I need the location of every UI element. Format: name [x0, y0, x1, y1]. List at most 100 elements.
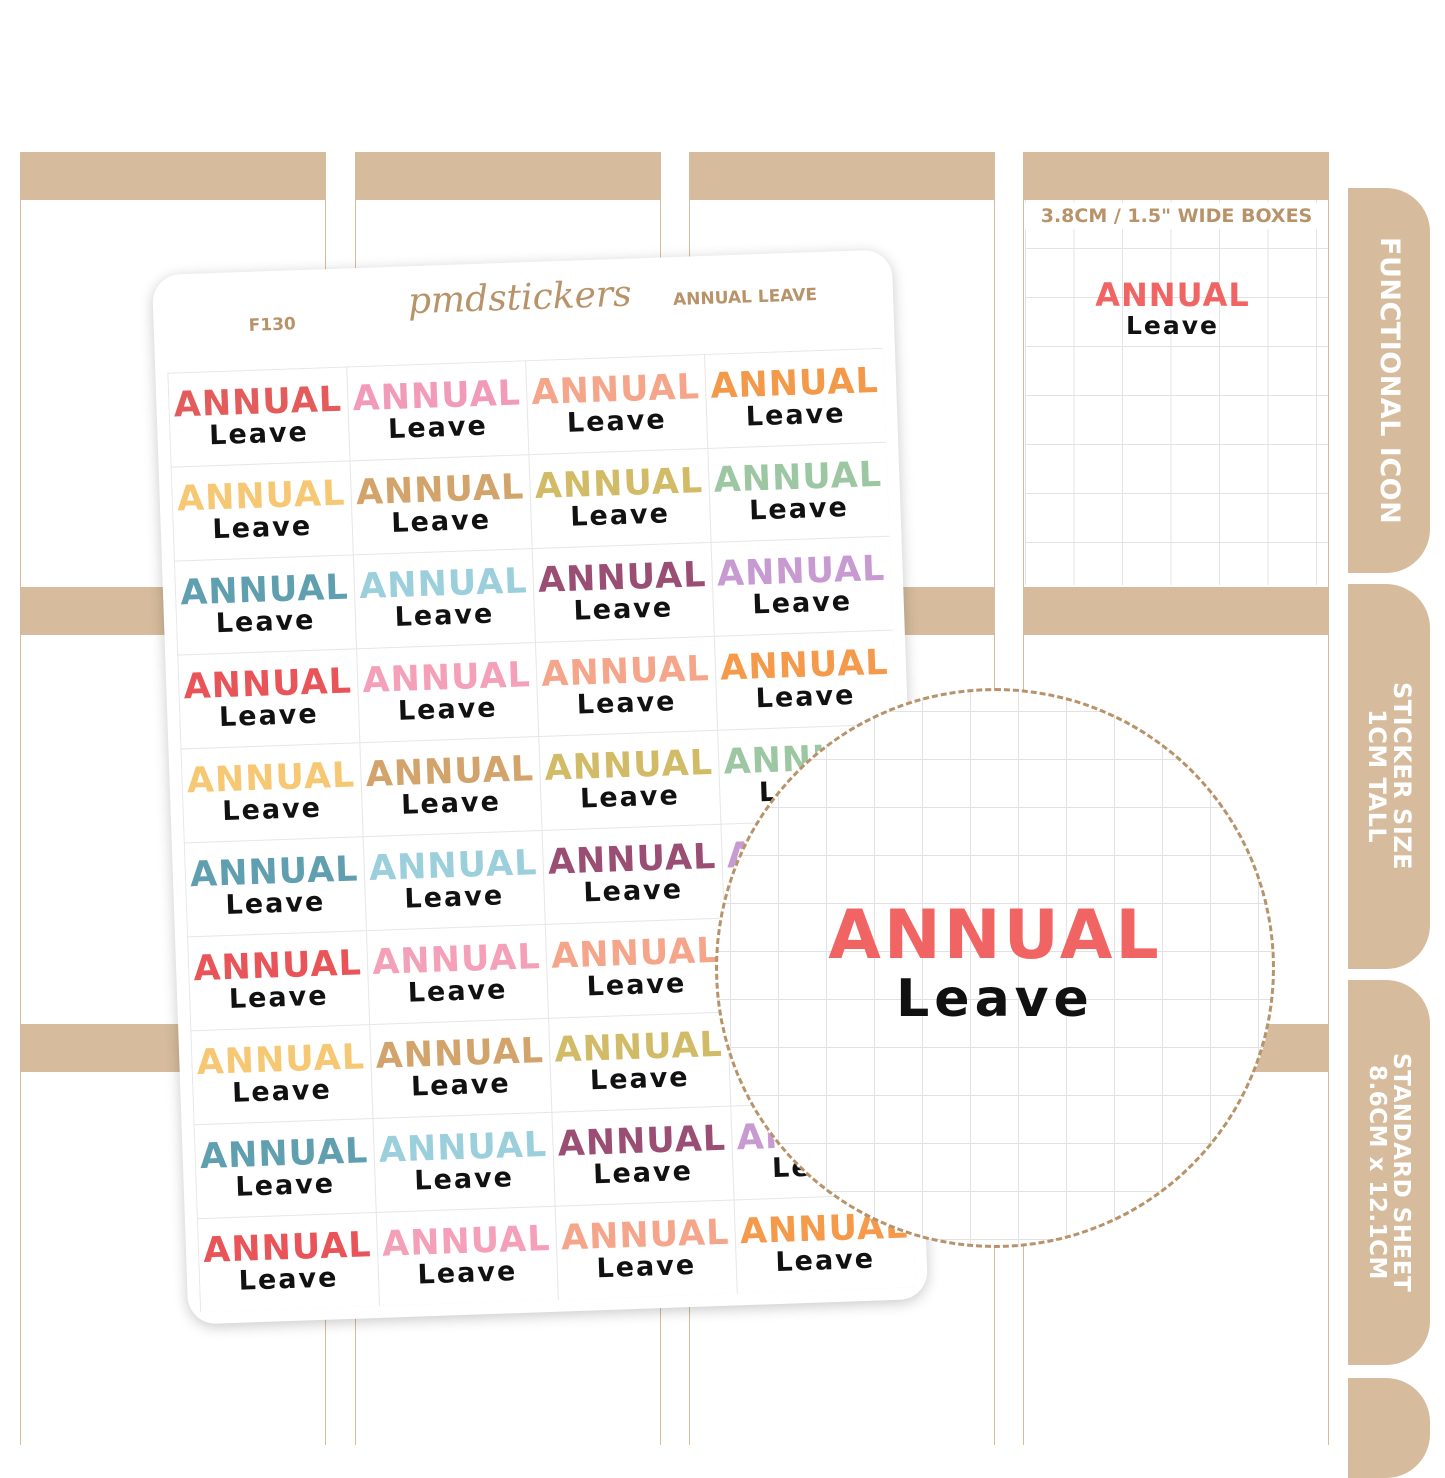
sticker-line2: Leave	[569, 498, 671, 533]
tab-standard-sheet[interactable]: STANDARD SHEET 8.6CM x 12.1CM	[1348, 980, 1430, 1365]
sticker-line2: Leave	[208, 416, 310, 452]
sheet-title: ANNUAL LEAVE	[672, 285, 818, 311]
sticker-line2: Leave	[228, 980, 330, 1015]
sticker-line2: Leave	[407, 974, 508, 1009]
sticker-line1: ANNUAL	[192, 943, 363, 990]
sheet-code: F130	[248, 314, 297, 336]
tab-functional-icon[interactable]: FUNCTIONAL ICON	[1348, 188, 1430, 573]
sticker-line1: ANNUAL	[719, 642, 890, 689]
sticker-line2: Leave	[231, 1074, 333, 1109]
sticker-line2: Leave	[221, 792, 323, 828]
sticker-line1: ANNUAL	[537, 555, 708, 601]
sticker-line1: ANNUAL	[560, 1212, 731, 1259]
sticker-line1: ANNUAL	[176, 473, 347, 520]
sticker-line1: ANNUAL	[202, 1225, 373, 1272]
tab-label: STICKER SIZE	[1388, 682, 1417, 871]
sticker-line2: Leave	[238, 1262, 339, 1297]
tab-label: STANDARD SHEET	[1388, 1052, 1415, 1293]
tab-partial[interactable]	[1348, 1378, 1430, 1478]
sticker-line2: Leave	[566, 404, 668, 439]
zoom-preview-circle: ANNUAL Leave	[715, 688, 1275, 1248]
sticker-line1: ANNUAL	[713, 454, 883, 501]
sticker-line1: ANNUAL	[361, 655, 532, 702]
sticker-line1: ANNUAL	[173, 379, 343, 426]
sticker-line1: ANNUAL	[557, 1118, 727, 1165]
sticker-line1: ANNUAL	[534, 461, 704, 507]
day-header	[1023, 587, 1329, 635]
sticker-line1: ANNUAL	[543, 742, 714, 789]
sticker-line1: ANNUAL	[378, 1124, 548, 1171]
sticker-line2: Leave	[579, 780, 681, 815]
sticker-line2: Leave	[582, 874, 684, 909]
sticker-line1: ANNUAL	[553, 1024, 724, 1071]
sticker-line2: Leave	[225, 886, 326, 922]
zoom-sticker-line2: Leave	[896, 969, 1094, 1029]
example-grid-box	[1025, 200, 1328, 585]
sticker-line2: Leave	[573, 592, 674, 627]
sticker-line1: ANNUAL	[381, 1218, 552, 1265]
day-header	[355, 152, 661, 200]
sticker-line2: Leave	[592, 1155, 694, 1191]
sticker-line2: Leave	[234, 1168, 336, 1203]
sticker-line2: Leave	[748, 492, 850, 527]
sticker-line2: Leave	[390, 504, 492, 540]
sticker-line1: ANNUAL	[540, 649, 711, 695]
tab-sublabel: 8.6CM x 12.1CM	[1364, 1065, 1390, 1280]
example-sticker-line1: ANNUAL	[1095, 276, 1250, 314]
sticker-line1: ANNUAL	[374, 1031, 545, 1077]
sticker-line2: Leave	[589, 1061, 691, 1097]
sticker-line2: Leave	[215, 604, 316, 640]
sticker-line1: ANNUAL	[186, 755, 356, 802]
sticker-line2: Leave	[218, 698, 320, 734]
sticker-line2: Leave	[417, 1256, 518, 1291]
sticker-line2: Leave	[394, 598, 495, 633]
sticker-line1: ANNUAL	[550, 930, 721, 977]
sticker-line1: ANNUAL	[547, 836, 717, 883]
sticker-line2: Leave	[595, 1249, 697, 1285]
sticker-line1: ANNUAL	[358, 561, 529, 608]
sticker-line1: ANNUAL	[530, 367, 701, 414]
day-header	[20, 152, 326, 200]
sticker-line2: Leave	[387, 410, 489, 446]
sticker-line1: ANNUAL	[371, 937, 542, 983]
sticker-line2: Leave	[755, 679, 856, 715]
sticker-line2: Leave	[413, 1162, 515, 1197]
example-sticker-line2: Leave	[1125, 311, 1219, 340]
sticker-line1: ANNUAL	[709, 360, 880, 407]
sticker-line2: Leave	[576, 686, 677, 721]
tab-sublabel: 1CM TALL	[1363, 709, 1391, 844]
sticker-line1: ANNUAL	[189, 849, 360, 896]
sticker-line2: Leave	[397, 692, 499, 727]
sticker-line2: Leave	[586, 968, 687, 1003]
tab-sticker-size[interactable]: STICKER SIZE 1CM TALL	[1348, 584, 1430, 969]
sticker-line2: Leave	[745, 398, 847, 433]
zoom-sticker-line1: ANNUAL	[828, 896, 1162, 975]
